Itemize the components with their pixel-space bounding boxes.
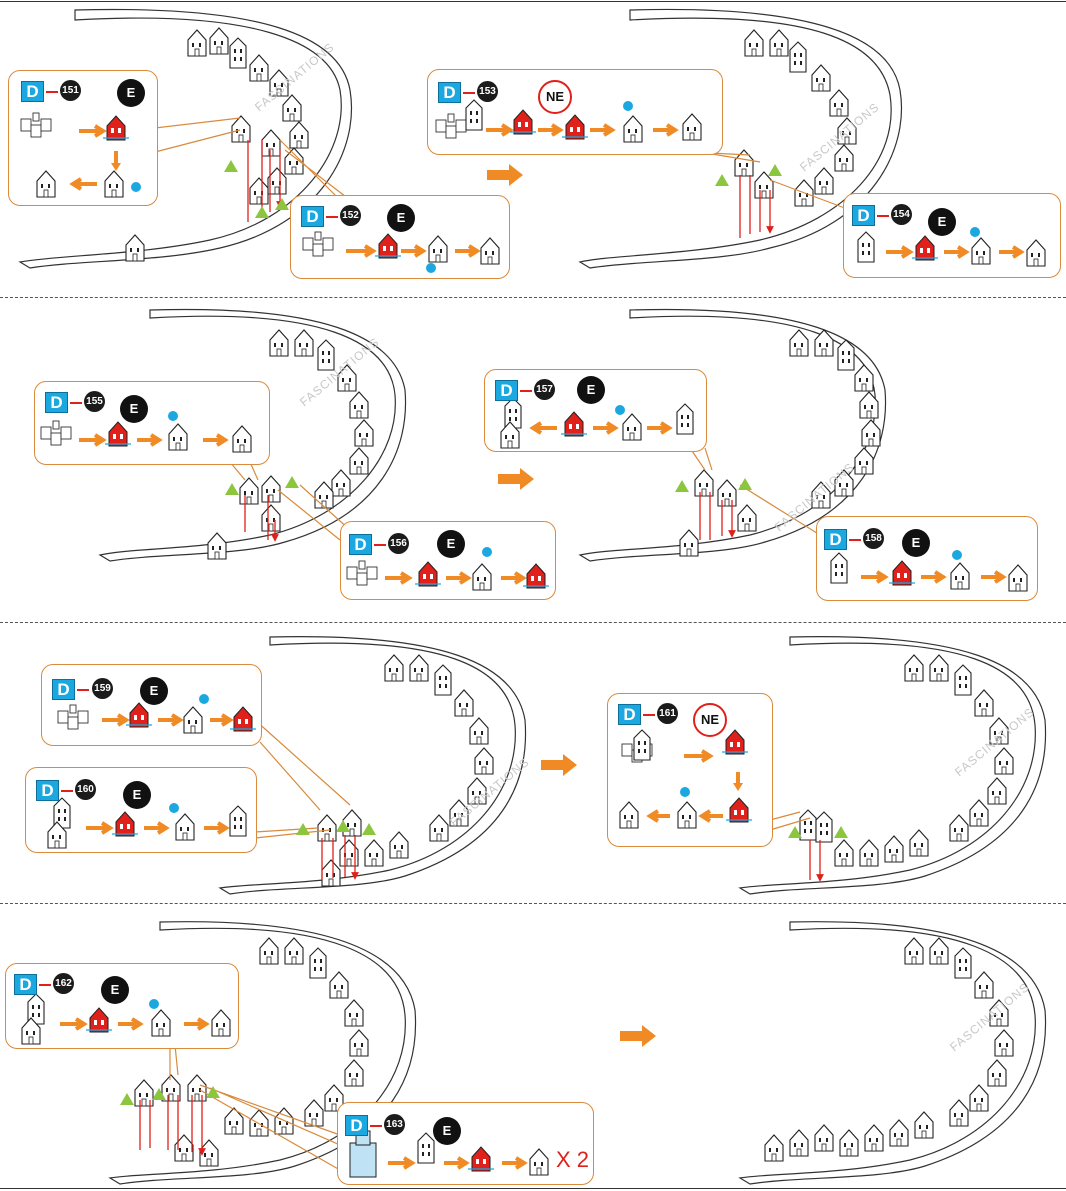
- dash: [39, 984, 51, 986]
- row-divider-2: [0, 622, 1066, 623]
- step-157-callout: D 157 E: [484, 369, 707, 452]
- step-154-callout: D 154 E: [843, 193, 1061, 278]
- step-158-illustration: [830, 550, 1028, 592]
- step-number: 157: [534, 379, 555, 400]
- dash: [77, 689, 89, 691]
- street-panel-1: [18, 8, 352, 269]
- e-badge: E: [433, 1117, 461, 1145]
- dash: [877, 215, 889, 217]
- step-number: 163: [384, 1114, 405, 1135]
- step-159-illustration: [57, 694, 257, 734]
- dash: [46, 91, 58, 93]
- e-badge: E: [902, 529, 930, 557]
- step-162-callout: D 162 E: [5, 963, 239, 1049]
- street-panel-8: [738, 921, 1047, 1185]
- step-tag-d: D: [36, 780, 59, 801]
- step-tag-d: D: [495, 380, 518, 401]
- top-rule: [0, 1, 1066, 2]
- step-151-illustration: [20, 112, 141, 198]
- step-tag-d: D: [21, 81, 44, 102]
- step-155-callout: D 155 E: [34, 381, 270, 465]
- flow-arrow-icon: [498, 468, 534, 490]
- bottom-rule: [0, 1188, 1066, 1189]
- step-163-illustration: [349, 1130, 549, 1178]
- step-158-callout: D 158 E: [816, 516, 1038, 601]
- dash: [370, 1125, 382, 1127]
- step-number: 161: [657, 703, 678, 724]
- step-number: 154: [891, 204, 912, 225]
- e-badge: E: [101, 976, 129, 1004]
- step-tag-d: D: [52, 679, 75, 700]
- e-badge: E: [117, 79, 145, 107]
- step-tag-d: D: [349, 534, 372, 555]
- row-divider-1: [0, 297, 1066, 298]
- dash: [374, 544, 386, 546]
- e-badge: E: [123, 781, 151, 809]
- triangle-markers: [120, 160, 848, 1105]
- step-tag-d: D: [618, 704, 641, 725]
- step-number: 155: [84, 391, 105, 412]
- e-badge: E: [928, 208, 956, 236]
- dash: [849, 539, 861, 541]
- step-159-callout: D 159 E: [41, 664, 262, 746]
- step-161-illustration: [619, 729, 753, 829]
- step-number: 152: [340, 205, 361, 226]
- step-156-callout: D 156 E: [340, 521, 556, 600]
- step-tag-d: D: [14, 974, 37, 995]
- step-151-callout: D 151 E: [8, 70, 158, 206]
- dash: [463, 92, 475, 94]
- street-panel-3: [98, 308, 407, 562]
- street-panel-5: [218, 636, 527, 895]
- street-panel-7: [108, 921, 417, 1185]
- ne-badge: NE: [538, 80, 572, 114]
- step-153-illustration: [435, 99, 702, 143]
- step-number: 151: [60, 80, 81, 101]
- step-153-callout: D 153 NE: [427, 69, 723, 155]
- step-tag-d: D: [345, 1115, 368, 1136]
- step-156-illustration: [346, 547, 550, 591]
- step-152-callout: D 152 E: [290, 195, 510, 279]
- step-number: 160: [75, 779, 96, 800]
- quantity-multiplier: X 2: [556, 1147, 590, 1172]
- step-155-illustration: [40, 411, 252, 453]
- step-number: 156: [388, 533, 409, 554]
- step-number: 153: [477, 81, 498, 102]
- step-number: 158: [863, 528, 884, 549]
- step-number: 159: [92, 678, 113, 699]
- step-162-illustration: [21, 993, 231, 1045]
- flow-arrow-icon: [487, 164, 523, 186]
- dash: [326, 216, 338, 218]
- dash: [520, 390, 532, 392]
- step-163-callout: D 163 E X 2: [337, 1102, 594, 1185]
- e-badge: E: [437, 530, 465, 558]
- step-152-illustration: [302, 231, 500, 273]
- flow-arrow-icon: [541, 754, 577, 776]
- street-panel-2: [578, 8, 902, 269]
- e-badge: E: [140, 677, 168, 705]
- e-badge: E: [577, 376, 605, 404]
- ne-badge: NE: [693, 703, 727, 737]
- step-160-callout: D 160 E: [25, 767, 257, 853]
- step-154-illustration: [857, 227, 1046, 267]
- step-tag-d: D: [824, 529, 847, 550]
- step-tag-d: D: [852, 205, 875, 226]
- dash: [70, 402, 82, 404]
- dash: [61, 790, 73, 792]
- street-panel-6: [738, 636, 1047, 895]
- step-number: 162: [53, 973, 74, 994]
- step-160-illustration: [47, 797, 247, 849]
- step-tag-d: D: [45, 392, 68, 413]
- step-tag-d: D: [438, 82, 461, 103]
- step-tag-d: D: [301, 206, 324, 227]
- step-161-callout: D 161 NE: [607, 693, 773, 847]
- street-panel-4: [578, 308, 887, 562]
- e-badge: E: [387, 204, 415, 232]
- flow-arrow-icon: [620, 1025, 656, 1047]
- row-divider-3: [0, 903, 1066, 904]
- step-157-illustration: [500, 397, 694, 449]
- e-badge: E: [120, 395, 148, 423]
- dash: [643, 714, 655, 716]
